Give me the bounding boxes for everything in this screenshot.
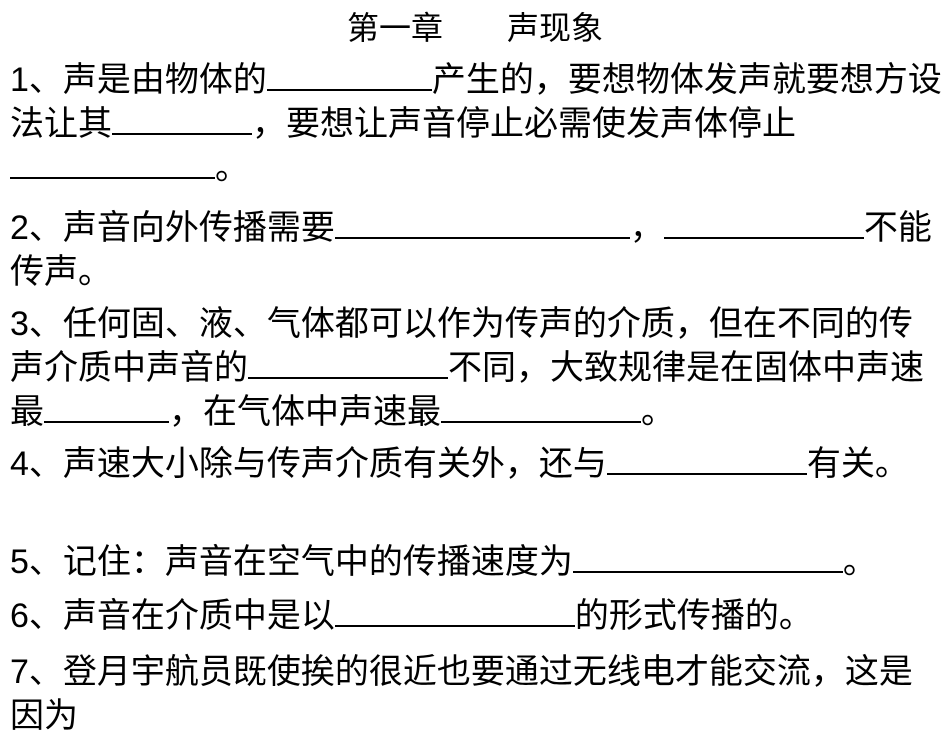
answer-blank[interactable]	[441, 391, 641, 423]
question-text: 。	[842, 542, 877, 582]
question-text: 、声音向外传播需要	[28, 208, 335, 248]
question-1: 1、声是由物体的产生的，要想物体发声就要想方设法让其，要想让声音停止必需使发声体…	[10, 58, 945, 190]
question-text: 不能传声。	[10, 208, 932, 292]
question-text: 、登月宇航员既使挨的很近也要通过无线电才能交流，这是因为	[10, 652, 913, 736]
question-text: 、声音在介质中是以	[28, 596, 335, 636]
answer-blank[interactable]	[572, 541, 843, 573]
question-text: ，要想让声音停止必需使发声体停止	[252, 104, 796, 144]
question-2: 2、声音向外传播需要 ，不能传声。	[10, 206, 945, 294]
answer-blank[interactable]	[112, 103, 252, 135]
answer-blank[interactable]	[266, 59, 432, 91]
question-text: ，	[629, 208, 664, 248]
question-number: 7	[10, 653, 29, 691]
answer-blank[interactable]	[606, 443, 807, 475]
question-number: 6	[10, 597, 29, 635]
question-text: 的形式传播的。	[574, 596, 813, 636]
question-3: 3、任何固、液、气体都可以作为传声的介质，但在不同的传声介质中声音的不同，大致规…	[10, 302, 945, 434]
question-text: 。	[641, 392, 675, 432]
question-number: 1	[10, 61, 29, 99]
question-text: 、任何固、液、气体都可以作为传声的介质，但在不同的传声介质中声音的	[10, 304, 913, 388]
question-7: 7、登月宇航员既使挨的很近也要通过无线电才能交流，这是因为	[10, 650, 945, 738]
answer-blank[interactable]	[10, 147, 215, 179]
answer-blank[interactable]	[248, 347, 448, 379]
question-number: 5	[10, 543, 29, 581]
answer-blank[interactable]	[44, 391, 169, 423]
question-text: 产生的，要想物体发声就要想方设法让其	[10, 60, 942, 144]
answer-blank[interactable]	[334, 595, 575, 627]
question-number: 3	[10, 305, 29, 343]
question-text: 。	[215, 148, 249, 188]
question-text: ，在气体中声速最	[169, 392, 441, 432]
chapter-title: 第一章 声现象	[346, 9, 603, 47]
question-4: 4、声速大小除与传声介质有关外，还与 有关。	[10, 442, 945, 486]
question-text: 、声是由物体的	[28, 60, 267, 100]
answer-blank[interactable]	[334, 207, 630, 239]
question-6: 6、声音在介质中是以 的形式传播的。	[10, 594, 945, 638]
answer-blank[interactable]	[663, 207, 864, 239]
question-text: 、声速大小除与传声介质有关外，还与	[28, 444, 607, 484]
question-text: 不同，大致规律是在固体中声速最	[10, 348, 924, 432]
question-number: 2	[10, 209, 29, 247]
question-5: 5、记住：声音在空气中的传播速度为 。	[10, 540, 945, 584]
question-text: 、记住：声音在空气中的传播速度为	[28, 542, 573, 582]
question-text: 有关。	[806, 444, 909, 484]
question-number: 4	[10, 445, 29, 483]
